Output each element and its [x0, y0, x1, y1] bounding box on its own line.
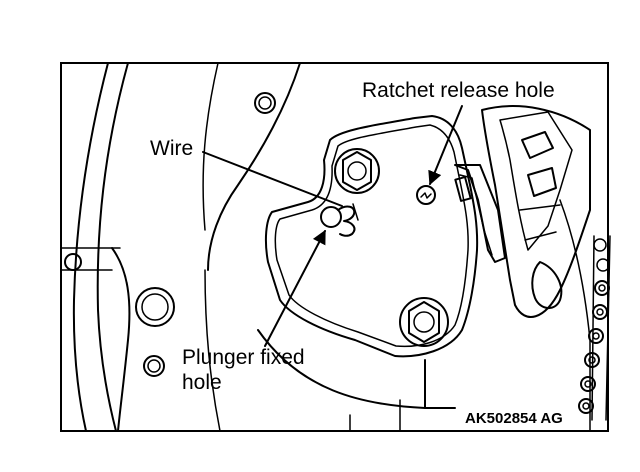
ratchet-leader-arrow	[428, 105, 463, 186]
wire-leader-line	[202, 151, 343, 207]
plunger-fixed-hole	[320, 206, 342, 228]
figure-frame	[60, 62, 609, 432]
ratchet-release-hole	[416, 185, 436, 205]
plunger-leader-arrow	[264, 229, 326, 347]
tensioner-bracket	[264, 115, 479, 358]
wire	[337, 205, 356, 237]
wire-label: Wire	[150, 137, 193, 160]
plunger-fixed-hole-label-line1: Plunger fixed	[182, 346, 305, 369]
plunger-fixed-hole-label-line2: hole	[182, 371, 222, 394]
timing-chain	[578, 235, 611, 421]
upper-bolt	[334, 148, 380, 194]
ratchet-release-hole-label: Ratchet release hole	[362, 79, 555, 102]
lower-bolt	[399, 297, 449, 347]
figure-code: AK502854 AG	[465, 410, 563, 427]
engine-background	[61, 62, 456, 432]
